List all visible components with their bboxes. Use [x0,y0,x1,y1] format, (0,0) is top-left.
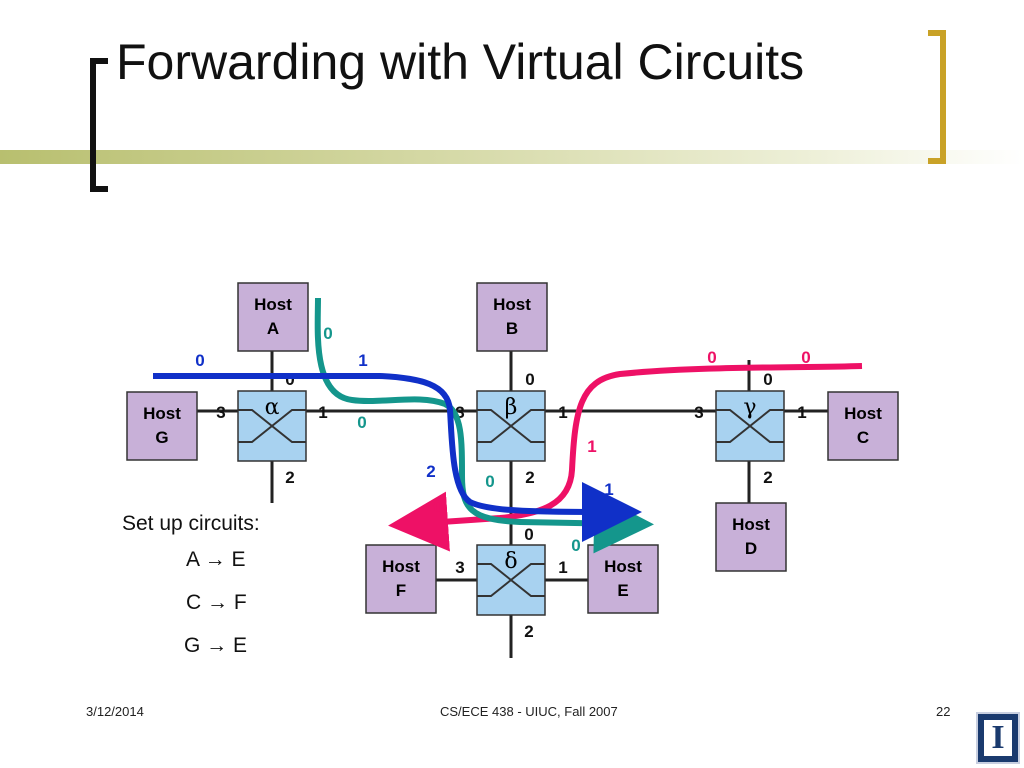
slide-title: Forwarding with Virtual Circuits [116,34,805,90]
logo-letter: I [991,719,1005,756]
circuit-a-to-e: A → E [186,548,246,571]
page-number: 22 [936,704,951,719]
footer-date: 3/12/2014 [86,704,144,719]
switch-delta: δ [476,544,546,616]
port-alpha-0: 0 [285,370,294,389]
switch-gamma-symbol: γ [743,395,756,420]
circuit-g-to-e: G → E [184,634,248,657]
vc-label-ge-4: 0 [571,536,580,555]
port-delta-1: 1 [558,558,567,577]
vc-label-ge-1: 0 [323,324,332,343]
switch-alpha-symbol: α [265,395,280,420]
vc-label-ae-4: 1 [604,480,613,499]
vc-label-cf-1: 0 [801,348,810,367]
port-delta-3: 3 [455,558,464,577]
switch-beta-symbol: β [505,395,518,420]
title-band [0,150,1024,164]
port-delta-2: 2 [524,622,533,641]
port-alpha-1: 1 [318,403,327,422]
port-beta-3: 3 [455,403,464,422]
circuit-path-ae [153,373,642,542]
vc-label-ge-2: 0 [357,413,366,432]
port-gamma-0: 0 [763,370,772,389]
switch-delta-symbol: δ [504,549,517,574]
vc-label-ae-3: 2 [426,462,435,481]
port-gamma-3: 3 [694,403,703,422]
vc-label-ae-1: 0 [195,351,204,370]
vc-label-ge-3: 0 [485,472,494,491]
port-beta-1: 1 [558,403,567,422]
setup-heading: Set up circuits: [122,512,260,535]
port-alpha-2: 2 [285,468,294,487]
port-gamma-2: 2 [763,468,772,487]
port-beta-0: 0 [525,370,534,389]
vc-label-ae-2: 1 [358,351,367,370]
port-gamma-1: 1 [797,403,806,422]
right-bracket-decoration [928,30,946,164]
university-logo: I [976,712,1020,764]
vc-label-cf-2: 0 [707,348,716,367]
port-labels: 0 1 2 3 0 1 2 3 0 1 2 3 0 1 2 3 [216,370,806,641]
switch-alpha: α [237,390,307,462]
circuit-path-cf [388,363,863,552]
port-delta-0: 0 [524,525,533,544]
left-bracket-decoration [90,58,108,192]
switch-beta: β [476,390,546,462]
switch-gamma: γ [715,390,785,462]
footer-course: CS/ECE 438 - UIUC, Fall 2007 [440,704,618,719]
port-alpha-3: 3 [216,403,225,422]
vc-label-cf-3: 1 [587,437,596,456]
port-beta-2: 2 [525,468,534,487]
circuit-c-to-f: C → F [186,591,247,614]
vc-label-cf-4: 0 [433,497,442,516]
